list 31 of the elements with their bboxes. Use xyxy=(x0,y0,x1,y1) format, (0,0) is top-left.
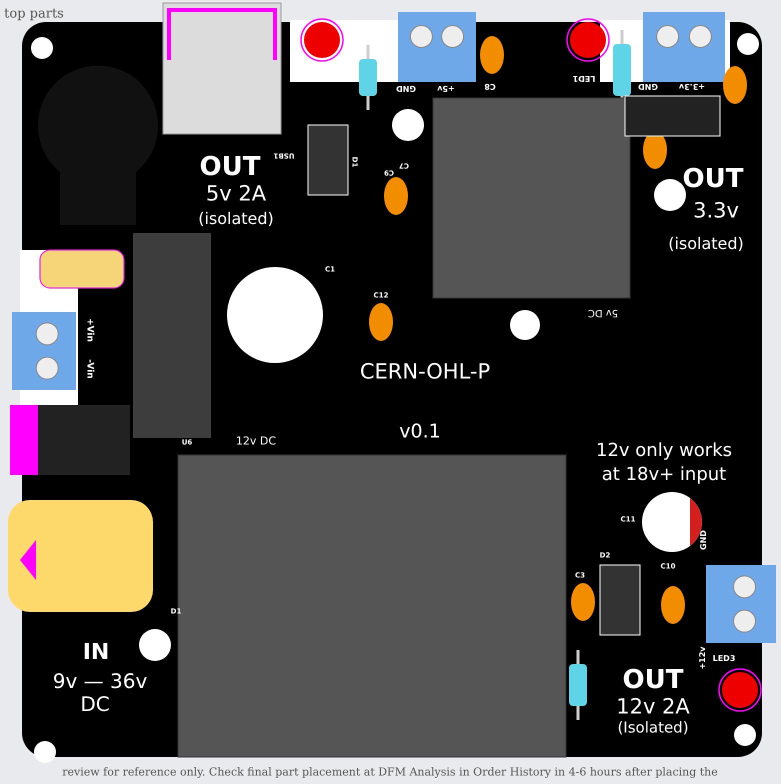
silkscreen-text: v0.1 xyxy=(399,422,441,442)
silkscreen-text: GND xyxy=(700,530,708,550)
page-text: review for reference only. Check final part placement at DFM Analysis in Order History in 4-6 hours after placing the xyxy=(62,766,718,778)
silkscreen-text: 9v — 36v xyxy=(52,671,148,691)
silkscreen-text: GND xyxy=(638,82,658,90)
silkscreen-text: 12v 2A xyxy=(616,696,690,718)
silkscreen-text: LED3 xyxy=(712,655,736,663)
silkscreen-text: -Vin xyxy=(84,359,94,379)
silkscreen-text: LED1 xyxy=(572,74,596,82)
silkscreen-text: +5v xyxy=(437,84,455,92)
silkscreen-text: (isolated) xyxy=(198,211,274,227)
silkscreen-text: CERN-OHL-P xyxy=(360,362,490,382)
silkscreen-text: +12v xyxy=(699,646,707,670)
silkscreen-text: 5v DC xyxy=(588,307,618,317)
page-text: top parts xyxy=(4,8,64,20)
silkscreen-text: GND xyxy=(396,84,416,92)
silkscreen-text: OUT xyxy=(682,166,744,192)
silkscreen-text: DC xyxy=(80,694,110,714)
silkscreen-text: 12v only works xyxy=(596,442,732,460)
silkscreen-text: (isolated) xyxy=(668,236,744,252)
silkscreen-text: 12v DC xyxy=(236,436,276,446)
silkscreen-text: +3.3v xyxy=(678,82,706,90)
silkscreen-text: 5v 2A xyxy=(206,184,266,204)
silkscreen-text: IN xyxy=(82,642,110,664)
silkscreen-text: C8 xyxy=(484,82,496,90)
silkscreen-text: (Isolated) xyxy=(617,720,689,736)
silkscreen-text: +Vin xyxy=(84,318,94,342)
silkscreen-text: 3.3v xyxy=(693,200,739,222)
silkscreen-text: OUT xyxy=(200,154,260,180)
silkscreen-text: at 18v+ input xyxy=(602,466,726,484)
silkscreen-text: OUT xyxy=(622,667,684,693)
